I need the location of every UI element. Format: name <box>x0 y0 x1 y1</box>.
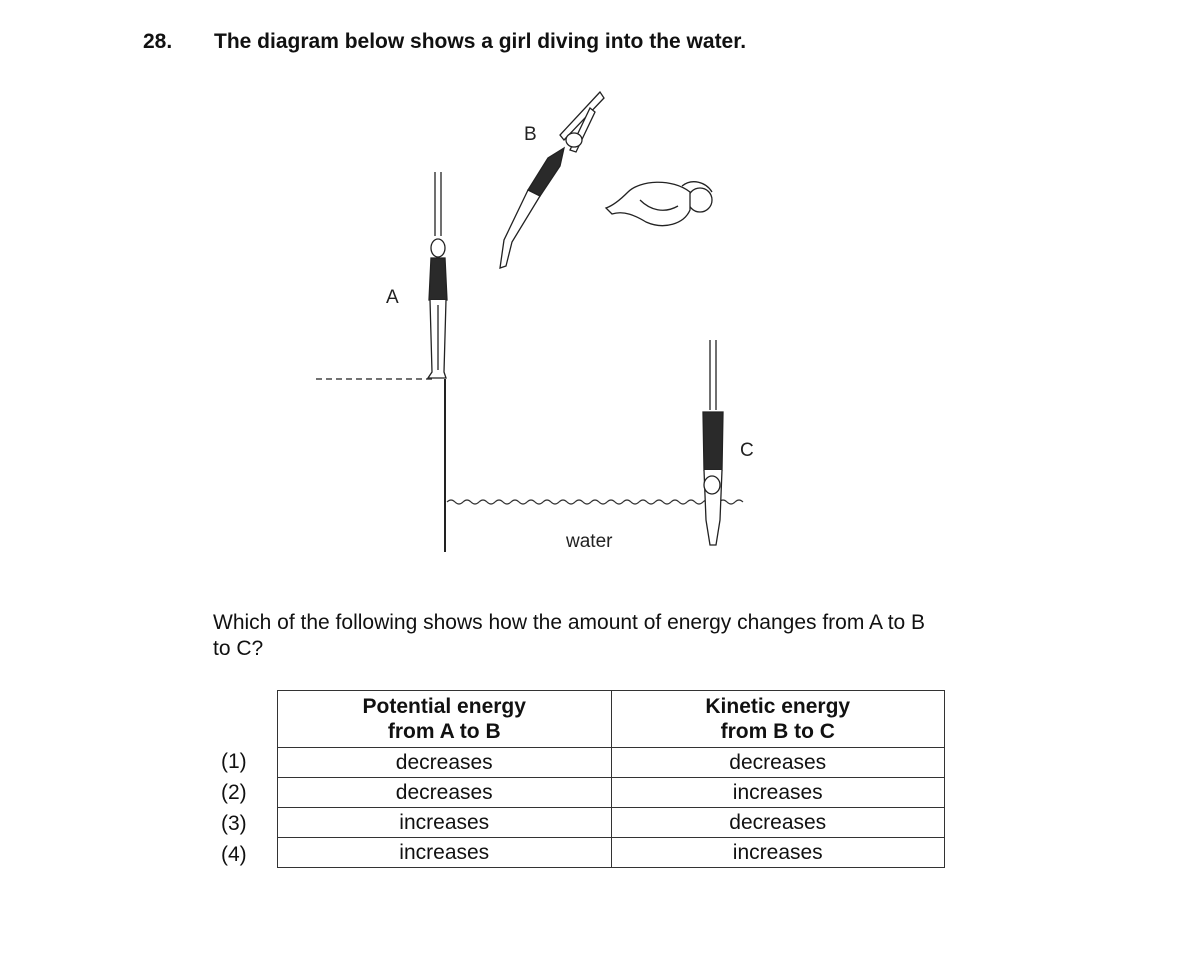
potential-energy-cell: increases <box>277 837 612 868</box>
table-header-row: Potential energy from A to B Kinetic ene… <box>277 690 945 748</box>
potential-energy-cell: increases <box>277 807 612 838</box>
kinetic-energy-cell: increases <box>610 837 945 868</box>
potential-energy-cell: decreases <box>277 747 612 778</box>
energy-table: Potential energy from A to B Kinetic ene… <box>277 690 945 868</box>
diver-position-b <box>499 90 605 269</box>
prompt-line-1: Which of the following shows how the amo… <box>213 611 926 634</box>
option-label[interactable]: (1) <box>221 750 247 773</box>
diving-diagram: A B C water <box>316 90 754 552</box>
question-prompt: Which of the following shows how the amo… <box>213 610 1043 662</box>
potential-energy-cell: decreases <box>277 777 612 808</box>
table-row[interactable]: increases increases <box>277 837 945 868</box>
header-line: Kinetic energy <box>705 695 851 718</box>
kinetic-energy-cell: decreases <box>610 747 945 778</box>
header-potential-energy: Potential energy from A to B <box>277 690 612 748</box>
diver-position-a <box>426 172 448 379</box>
question-text: The diagram below shows a girl diving in… <box>214 30 747 53</box>
kinetic-energy-cell: increases <box>610 777 945 808</box>
table-row[interactable]: decreases increases <box>277 777 945 808</box>
option-label[interactable]: (4) <box>221 843 247 866</box>
header-line: Potential energy <box>362 695 526 718</box>
diver-position-c <box>702 340 724 546</box>
option-label[interactable]: (3) <box>221 812 247 835</box>
header-kinetic-energy: Kinetic energy from B to C <box>610 690 945 748</box>
header-line: from B to C <box>720 720 835 743</box>
water-label: water <box>565 531 613 552</box>
label-a: A <box>386 287 399 308</box>
water-surface <box>446 499 744 505</box>
table-row[interactable]: increases decreases <box>277 807 945 838</box>
label-c: C <box>740 440 754 461</box>
kinetic-energy-cell: decreases <box>610 807 945 838</box>
option-label[interactable]: (2) <box>221 781 247 804</box>
question-number: 28. <box>143 30 173 53</box>
table-row[interactable]: decreases decreases <box>277 747 945 778</box>
header-line: from A to B <box>387 720 501 743</box>
prompt-line-2: to C? <box>213 637 264 660</box>
diver-tucked <box>604 181 713 227</box>
label-b: B <box>524 124 537 145</box>
